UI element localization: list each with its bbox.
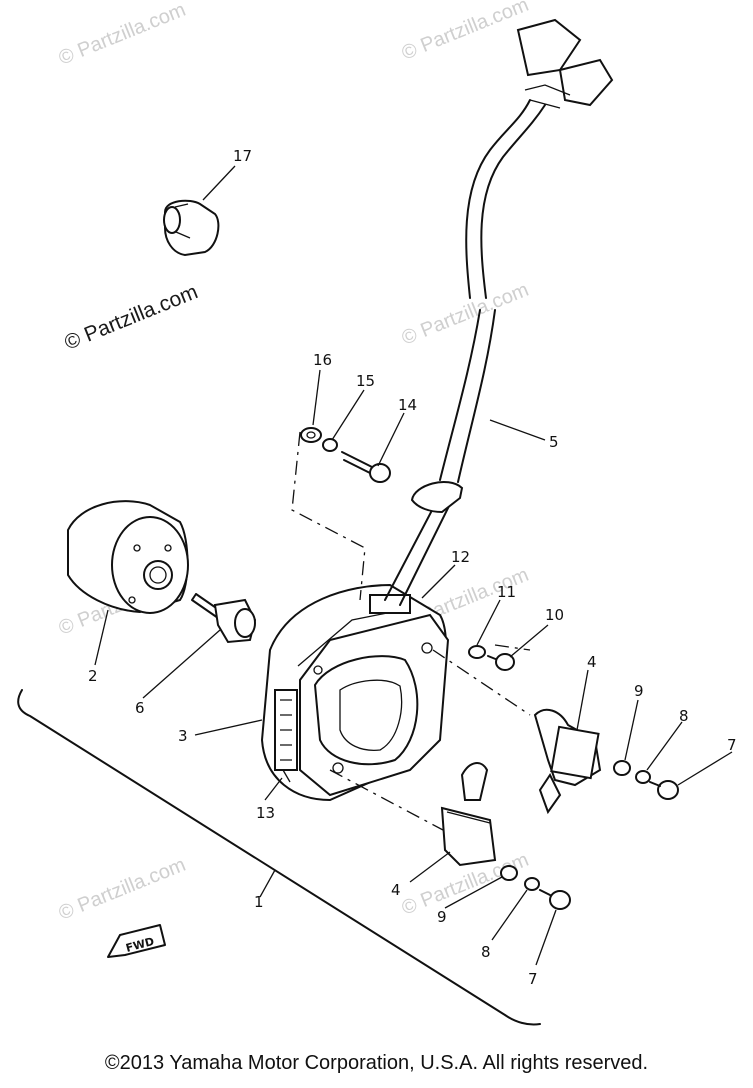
part-6-bolt — [191, 593, 257, 644]
callout-3: 3 — [178, 727, 188, 745]
watermark: © Partzilla.com — [56, 0, 189, 70]
fwd-arrow: FWD — [107, 924, 166, 958]
callout-7: 7 — [727, 736, 737, 754]
leader-lines — [94, 165, 733, 966]
callout-5: 5 — [549, 433, 559, 451]
part-4-pickup-coil-upper — [533, 708, 602, 815]
callout-9: 9 — [634, 682, 644, 700]
watermark: © Partzilla.com — [399, 0, 532, 65]
base-plate-outline — [17, 689, 541, 1026]
callout-15: 15 — [356, 372, 375, 390]
callout-11: 11 — [497, 583, 516, 601]
callout-14: 14 — [398, 396, 417, 414]
callout-8: 8 — [679, 707, 689, 725]
callout-7: 7 — [528, 970, 538, 988]
callout-6: 6 — [135, 699, 145, 717]
callout-labels: 17 16 15 14 5 12 11 10 4 9 8 7 2 6 3 13 … — [88, 147, 737, 988]
callout-16: 16 — [313, 351, 332, 369]
callout-17: 17 — [233, 147, 252, 165]
callout-2: 2 — [88, 667, 98, 685]
watermark: © Partzilla.com — [399, 279, 532, 350]
callout-4: 4 — [587, 653, 597, 671]
callout-1: 1 — [254, 893, 264, 911]
watermark-main: © Partzilla.com — [61, 280, 201, 354]
part-2-flywheel — [67, 500, 189, 614]
parts-10-11-screw-set — [468, 645, 515, 671]
parts-7-9-upper-screw-set — [613, 760, 679, 800]
part-4-pickup-coil-lower — [440, 762, 497, 867]
part-3-stator-plate — [260, 583, 450, 802]
parts-7-9-lower-screw-set — [500, 865, 571, 910]
callout-10: 10 — [545, 606, 564, 624]
part-5-wire-harness — [384, 18, 614, 606]
callout-12: 12 — [451, 548, 470, 566]
callout-8: 8 — [481, 943, 491, 961]
parts-14-16-screw-set — [300, 427, 391, 483]
callout-9: 9 — [437, 908, 447, 926]
callout-4: 4 — [391, 881, 401, 899]
assembly-lines — [291, 431, 531, 831]
copyright-notice: ©2013 Yamaha Motor Corporation, U.S.A. A… — [104, 1052, 649, 1074]
callout-13: 13 — [256, 804, 275, 822]
watermark: © Partzilla.com — [56, 854, 189, 925]
part-13-cable — [282, 769, 291, 783]
part-17-plug — [163, 199, 220, 257]
